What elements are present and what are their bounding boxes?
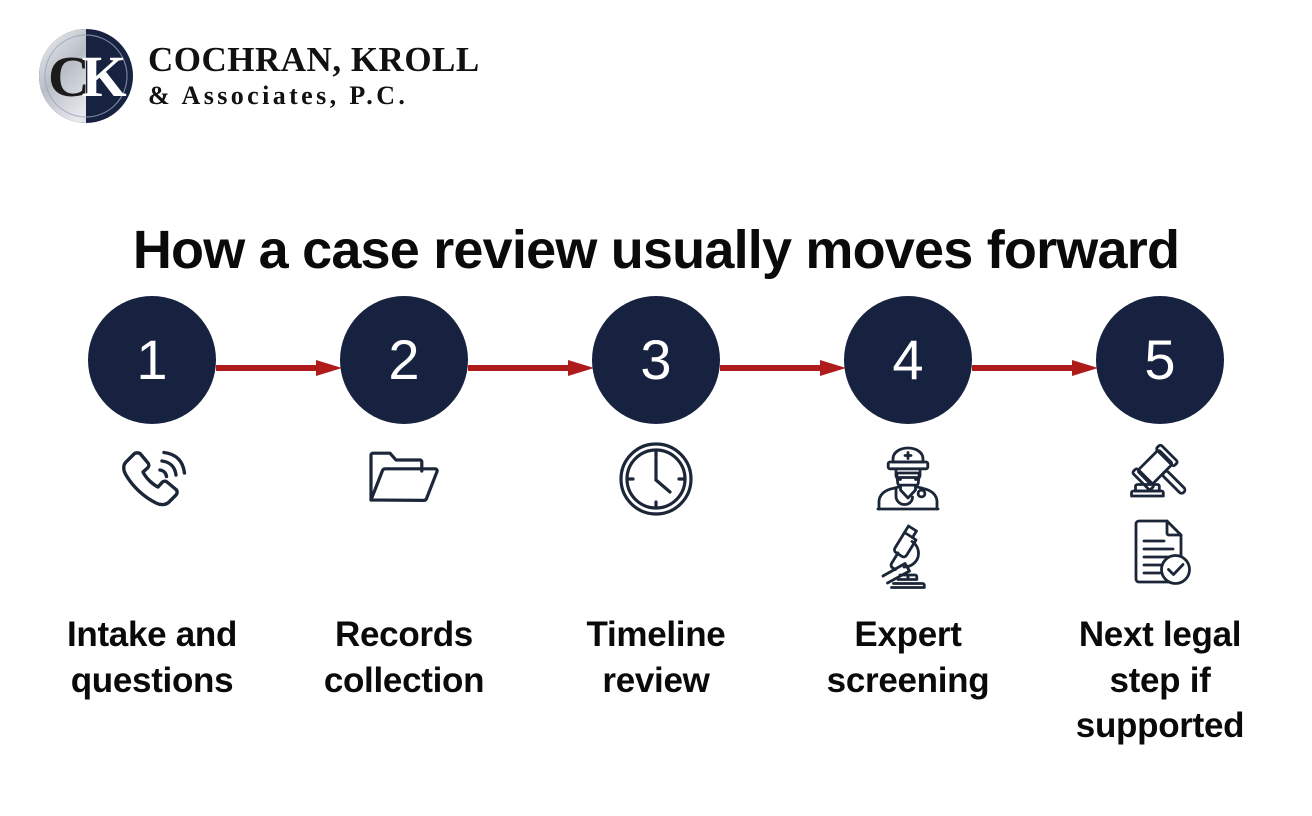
step-2: 2 Records collection bbox=[278, 296, 594, 703]
microscope-icon bbox=[869, 518, 947, 592]
step-number-badge: 2 bbox=[340, 296, 468, 424]
brand-logo: C K COCHRAN, KROLL & Associates, P.C. bbox=[38, 28, 480, 124]
svg-text:C: C bbox=[48, 44, 90, 109]
document-check-icon bbox=[1120, 514, 1200, 592]
gavel-icon bbox=[1120, 440, 1200, 510]
clock-icon bbox=[617, 440, 695, 518]
step-5-label-line-2: step if bbox=[1109, 660, 1211, 700]
step-5-icons bbox=[1120, 440, 1200, 610]
step-3: 3 Timeline review bbox=[530, 296, 846, 703]
open-folder-icon bbox=[362, 440, 446, 516]
step-number-badge: 1 bbox=[88, 296, 216, 424]
step-5: 5 bbox=[1034, 296, 1286, 749]
firm-name-primary: COCHRAN, KROLL bbox=[148, 39, 480, 79]
step-3-label: Timeline review bbox=[536, 612, 776, 703]
step-4: 4 bbox=[782, 296, 1098, 703]
doctor-icon bbox=[869, 440, 947, 514]
process-steps: 1 Intake and questions 2 bbox=[26, 296, 1286, 749]
step-3-label-line-1: Timeline bbox=[586, 615, 726, 654]
step-5-label-line-1: Next legal bbox=[1078, 615, 1242, 654]
step-4-label: Expert screening bbox=[788, 612, 1028, 703]
step-1: 1 Intake and questions bbox=[26, 296, 342, 703]
step-3-icons bbox=[617, 440, 695, 610]
step-number-badge: 5 bbox=[1096, 296, 1224, 424]
step-4-label-line-1: Expert bbox=[854, 615, 962, 654]
step-2-label-line-1: Records bbox=[335, 615, 473, 654]
step-4-label-line-2: screening bbox=[826, 660, 990, 700]
step-2-label-line-2: collection bbox=[323, 660, 485, 700]
firm-name-secondary: & Associates, P.C. bbox=[148, 81, 409, 111]
step-1-icons bbox=[114, 440, 190, 610]
page-title: How a case review usually moves forward bbox=[132, 220, 1180, 281]
svg-text:K: K bbox=[81, 44, 126, 109]
step-4-icons bbox=[869, 440, 947, 610]
brand-wordmark: COCHRAN, KROLL & Associates, P.C. bbox=[148, 39, 480, 112]
step-1-label-line-1: Intake and bbox=[66, 615, 238, 654]
step-number-badge: 4 bbox=[844, 296, 972, 424]
step-5-label: Next legal step if supported bbox=[1040, 612, 1280, 749]
ck-monogram-badge: C K bbox=[38, 28, 134, 124]
step-1-label: Intake and questions bbox=[32, 612, 272, 703]
phone-ringing-icon bbox=[114, 440, 190, 516]
step-1-label-line-2: questions bbox=[70, 660, 234, 700]
step-number-badge: 3 bbox=[592, 296, 720, 424]
step-2-label: Records collection bbox=[284, 612, 524, 703]
step-5-label-line-3: supported bbox=[1075, 706, 1245, 745]
step-3-label-line-2: review bbox=[602, 660, 710, 700]
step-2-icons bbox=[362, 440, 446, 610]
